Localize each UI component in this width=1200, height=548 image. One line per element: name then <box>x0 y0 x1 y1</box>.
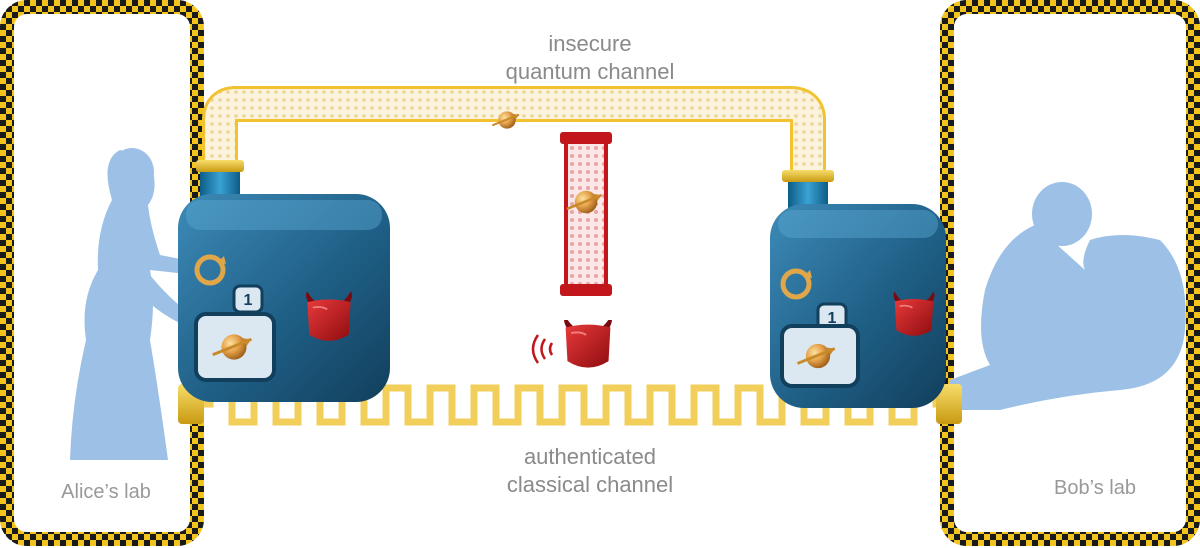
eve-devil-icon <box>563 320 613 369</box>
quantum-channel-label-line2: quantum channel <box>505 58 675 84</box>
quantum-channel-label-line1: insecure <box>548 31 632 56</box>
alice-silhouette <box>70 148 196 460</box>
eavesdropper <box>531 320 613 369</box>
classical-channel-label-line1: authenticated <box>523 444 657 469</box>
alice-lab-label: Alice’s lab <box>61 481 151 503</box>
classical-channel-label-line2: classical channel <box>506 471 674 497</box>
bob-lab-frame <box>940 0 1200 546</box>
classical-channel-label: authenticated classical channel <box>460 443 720 498</box>
quantum-channel-label: insecure quantum channel <box>460 30 720 85</box>
bob-counter: 1 <box>828 310 837 327</box>
bob-device: 1 <box>770 204 946 408</box>
bob-silhouette <box>948 182 1186 410</box>
alice-device: 1 <box>178 194 390 402</box>
quantum-channel-tube <box>202 86 826 178</box>
alice-ring-icon <box>194 254 226 286</box>
eavesdrop-signal-icon <box>531 334 554 364</box>
bob-ring-icon <box>780 268 812 300</box>
alice-counter: 1 <box>244 292 253 309</box>
eavesdropper-tube <box>560 132 612 296</box>
bob-lab-label: Bob’s lab <box>1054 477 1136 499</box>
